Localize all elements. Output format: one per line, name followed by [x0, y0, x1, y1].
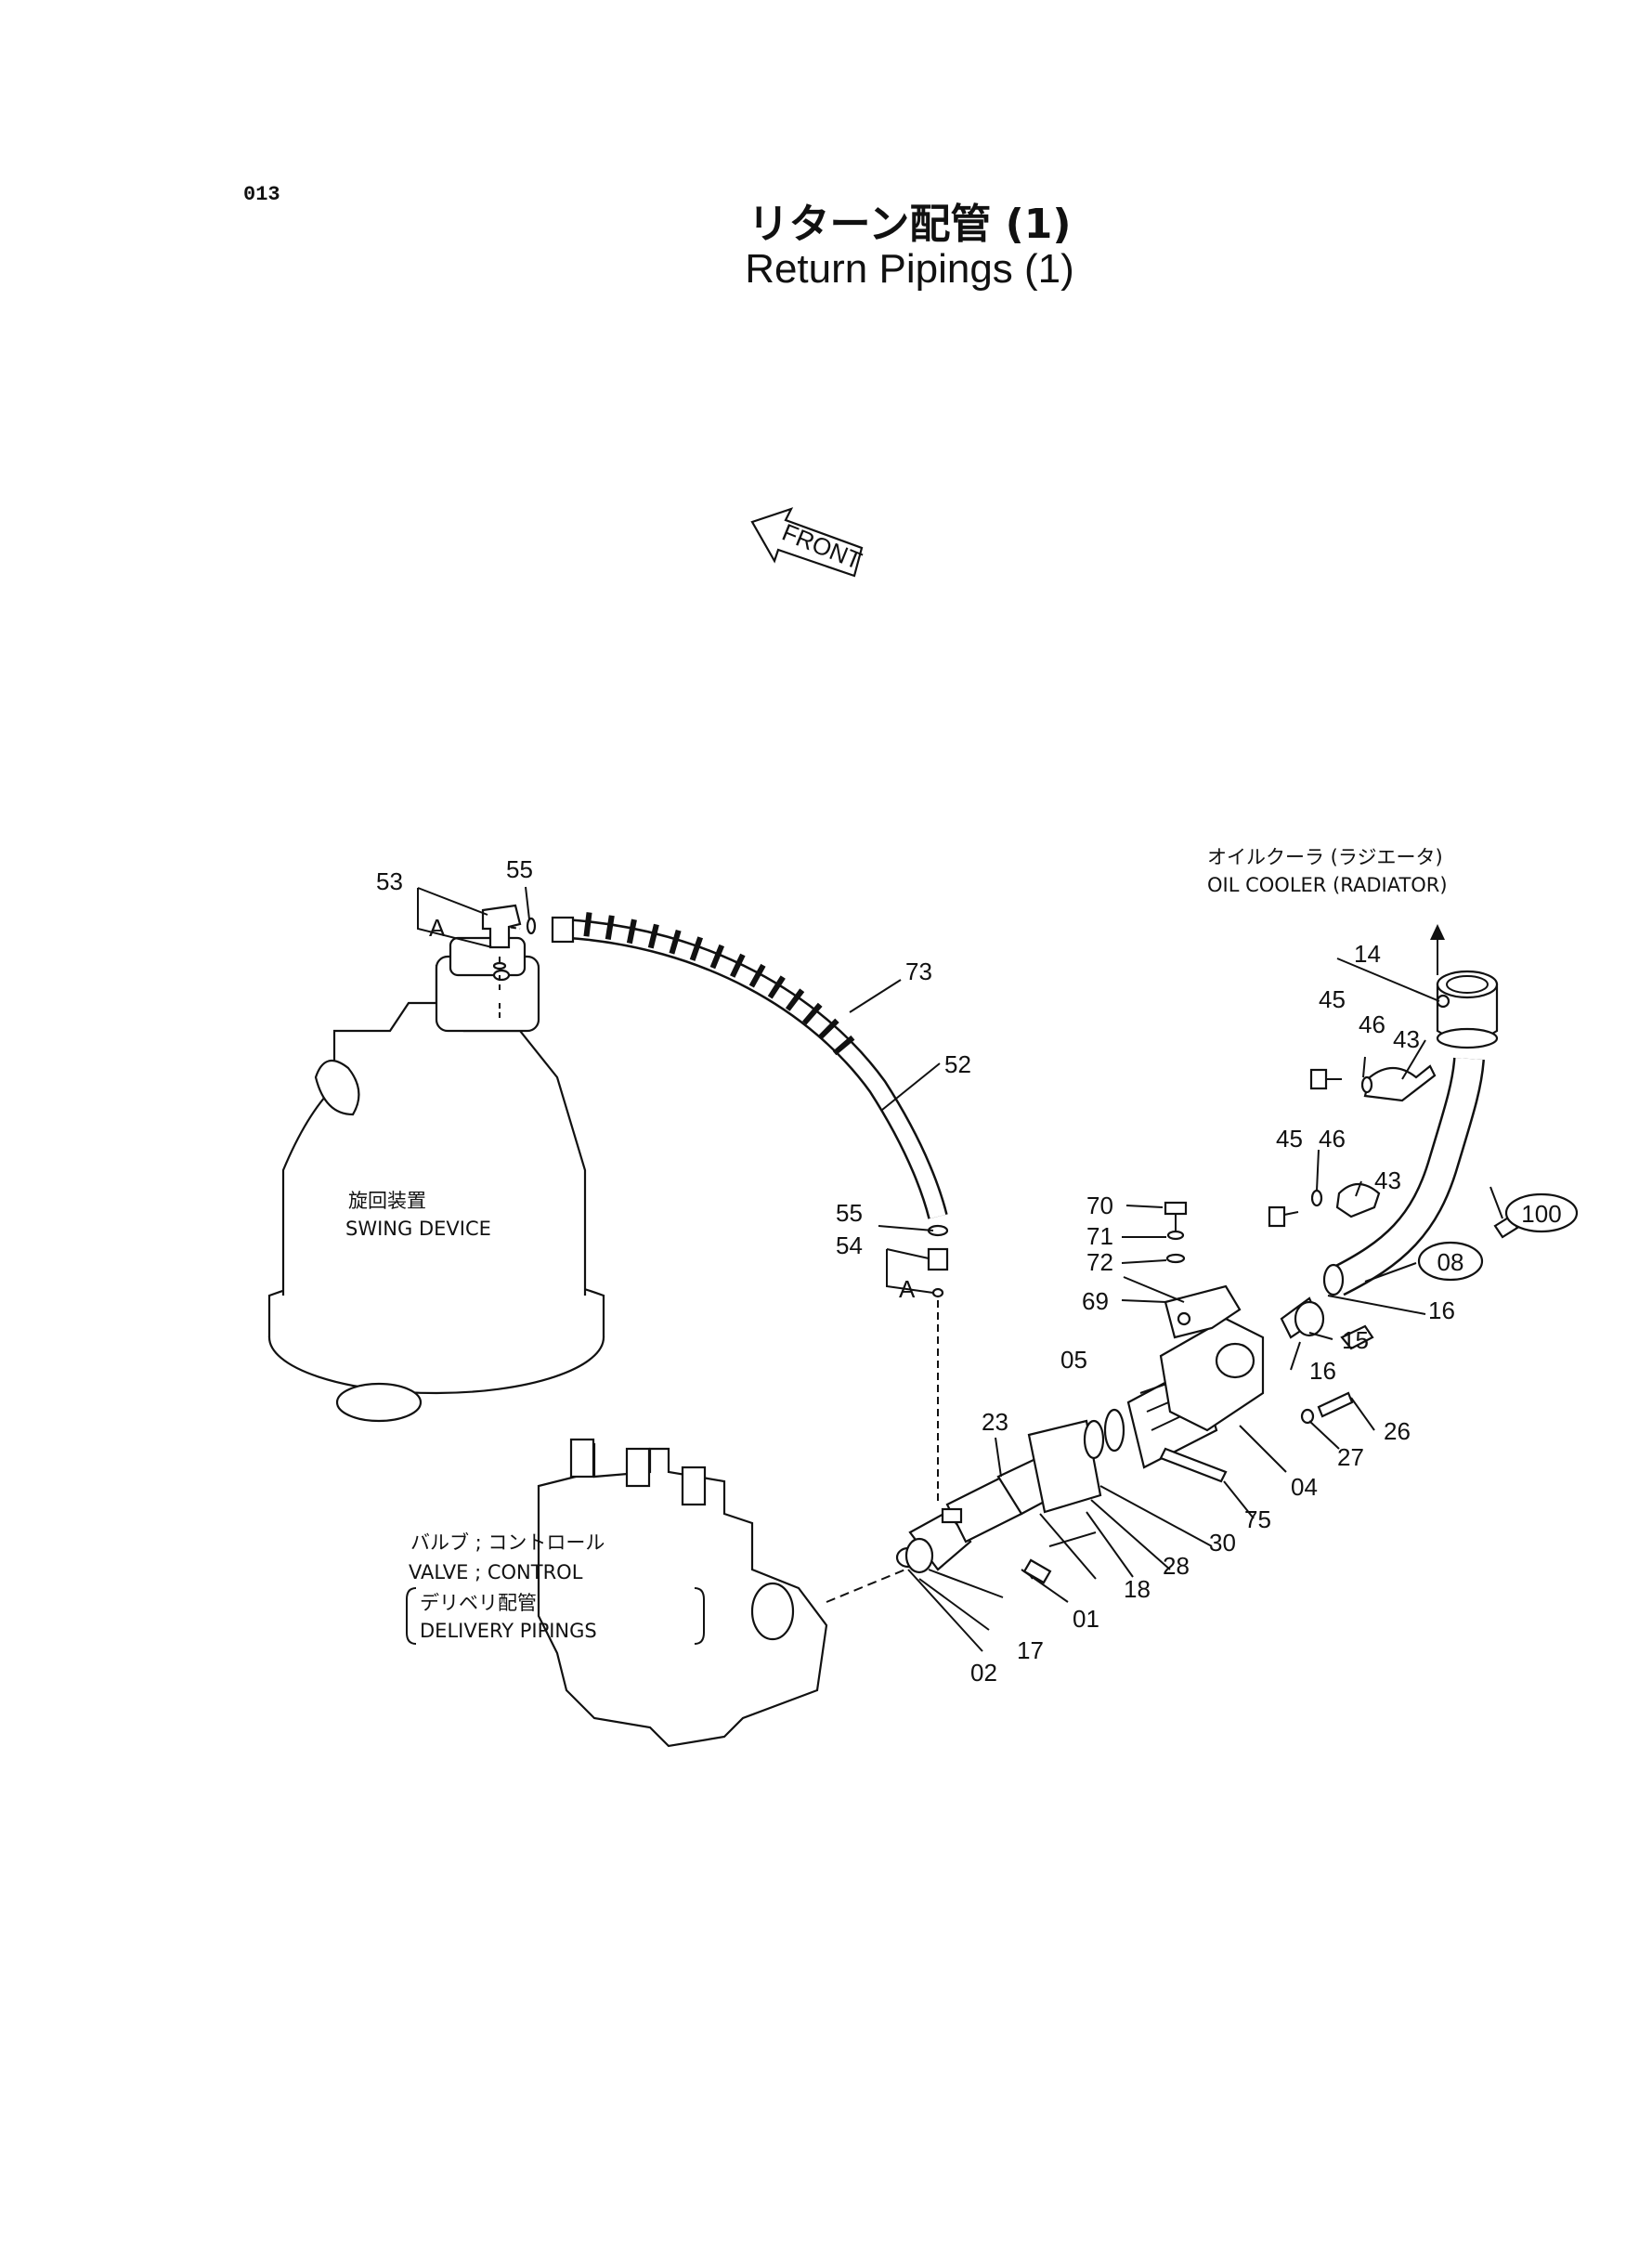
callout-05: 05: [1060, 1346, 1087, 1374]
fitting-54: [927, 1224, 949, 1505]
callout-100-circle: [1504, 1192, 1579, 1233]
control-valve-label-en: VALVE ; CONTROL: [409, 1561, 583, 1583]
callout-46-lower: 46: [1319, 1125, 1346, 1153]
callout-02: 02: [970, 1659, 997, 1687]
callout-01: 01: [1073, 1605, 1099, 1633]
detail-marker-a-upper: A: [429, 914, 446, 942]
callout-16-lower: 16: [1309, 1357, 1336, 1385]
callout-100: 100: [1521, 1200, 1561, 1228]
callout-71: 71: [1086, 1222, 1113, 1250]
callout-27: 27: [1337, 1443, 1364, 1471]
delivery-pipings-label-jp: デリベリ配管: [420, 1592, 537, 1614]
callout-52: 52: [944, 1050, 971, 1078]
callout-72: 72: [1086, 1248, 1113, 1276]
oil-cooler-label-jp: オイルクーラ (ラジエータ): [1207, 846, 1443, 868]
page-title-japanese: リターン配管 (1): [748, 201, 1072, 248]
return-filter-assembly: [895, 1201, 1374, 1580]
elbow-fitting-53: [481, 904, 537, 1020]
front-arrow-icon: FRONT: [750, 507, 865, 578]
hose-08: [1322, 1057, 1485, 1296]
clamp-43-lower: [1268, 1182, 1381, 1228]
callout-73: 73: [905, 958, 932, 985]
callout-43-lower: 43: [1374, 1166, 1401, 1194]
callout-43-upper: 43: [1393, 1025, 1420, 1053]
control-valve-drawing: バルブ ; コントロール VALVE ; CONTROL デリベリ配管 DELI…: [406, 1438, 906, 1748]
oil-cooler-label-en: OIL COOLER (RADIATOR): [1207, 874, 1448, 896]
callout-08-circle: [1417, 1241, 1484, 1282]
callout-53: 53: [376, 867, 403, 895]
front-label: FRONT: [778, 518, 865, 575]
callout-23: 23: [982, 1408, 1008, 1436]
callout-16-upper: 16: [1428, 1296, 1455, 1324]
swing-device-drawing: 旋回装置 SWING DEVICE: [267, 936, 605, 1423]
callout-70: 70: [1086, 1192, 1113, 1219]
delivery-pipings-label-en: DELIVERY PIPINGS: [420, 1620, 597, 1642]
callout-30: 30: [1209, 1529, 1236, 1557]
detail-marker-a-lower: A: [899, 1275, 916, 1303]
swing-device-label-jp: 旋回装置: [348, 1190, 426, 1212]
callout-55-upper: 55: [506, 855, 533, 883]
callout-45-lower: 45: [1276, 1125, 1303, 1153]
callout-28: 28: [1163, 1552, 1190, 1580]
callout-18: 18: [1124, 1575, 1151, 1603]
clamp-43-upper: [1309, 1064, 1437, 1102]
callout-45-upper: 45: [1319, 985, 1346, 1013]
callout-55-lower: 55: [836, 1199, 863, 1227]
callout-54: 54: [836, 1231, 863, 1259]
page-number: 013: [243, 183, 280, 206]
oil-cooler-connector-14: [1430, 924, 1499, 1049]
callout-46-upper: 46: [1359, 1010, 1385, 1038]
callout-08: 08: [1437, 1248, 1464, 1276]
callout-04: 04: [1291, 1473, 1318, 1501]
control-valve-label-jp: バルブ ; コントロール: [410, 1531, 605, 1554]
callout-15: 15: [1342, 1326, 1369, 1354]
page-title-english: Return Pipings (1): [745, 246, 1074, 292]
callout-26: 26: [1384, 1417, 1411, 1445]
leader-lines: [417, 886, 1440, 1652]
callout-14: 14: [1354, 940, 1381, 968]
callout-69: 69: [1082, 1287, 1109, 1315]
callout-75: 75: [1244, 1505, 1271, 1533]
callout-17: 17: [1017, 1636, 1044, 1664]
swing-device-label-en: SWING DEVICE: [345, 1218, 491, 1240]
